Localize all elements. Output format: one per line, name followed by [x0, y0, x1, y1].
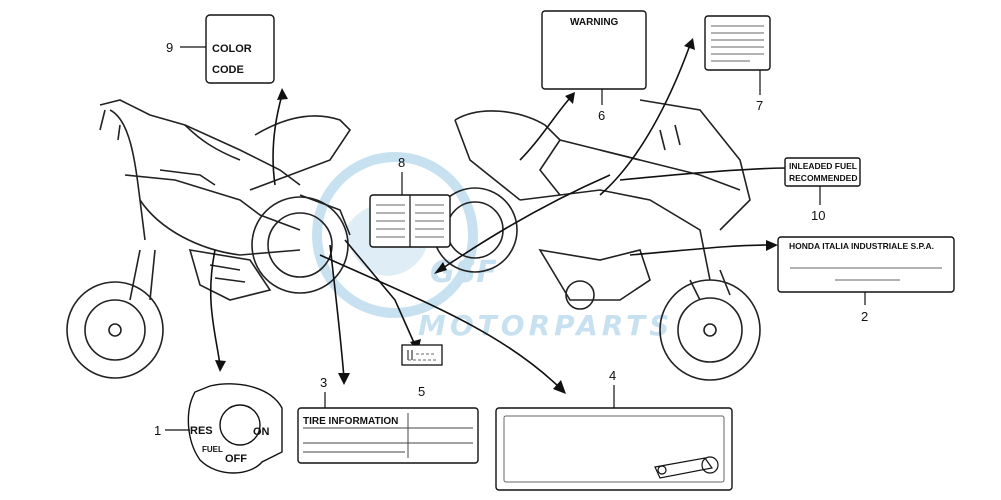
- callout-10: 10: [811, 208, 825, 223]
- left-motorcycle: [66, 99, 352, 379]
- callout-6: 6: [598, 108, 605, 123]
- blank-plate-label-4: [495, 407, 733, 491]
- leader-lines: [209, 44, 791, 389]
- lined-label-7: [704, 15, 771, 71]
- fuel-valve-label: RES ON FUEL OFF: [187, 383, 283, 474]
- callout-3: 3: [320, 375, 327, 390]
- warning-text: WARNING: [570, 17, 619, 28]
- book-label-8: [369, 194, 451, 248]
- color-code-label: COLOR CODE: [205, 14, 275, 84]
- callout-9: 9: [166, 40, 173, 55]
- callout-1: 1: [154, 423, 161, 438]
- unleaded-text-1: INLEADED FUEL: [789, 161, 857, 171]
- color-code-text-1: COLOR: [212, 43, 252, 55]
- callout-5: 5: [418, 384, 425, 399]
- chain-adjuster-icon: [654, 456, 719, 479]
- unleaded-fuel-label: INLEADED FUEL RECOMMENDED: [784, 157, 861, 187]
- callout-8: 8: [398, 155, 405, 170]
- callout-7: 7: [756, 98, 763, 113]
- honda-italia-label: HONDA ITALIA INDUSTRIALE S.P.A.: [777, 236, 955, 293]
- honda-italia-text: HONDA ITALIA INDUSTRIALE S.P.A.: [789, 241, 934, 251]
- tire-info-text: TIRE INFORMATION: [303, 416, 398, 427]
- unleaded-text-2: RECOMMENDED: [789, 173, 857, 183]
- fuel-res-text: RES: [190, 425, 213, 437]
- small-label-5: [401, 344, 443, 366]
- color-code-text-2: CODE: [212, 64, 244, 76]
- callout-2: 2: [861, 309, 868, 324]
- watermark-text: MOTORPARTS: [418, 309, 673, 342]
- fuel-on-text: ON: [253, 426, 270, 438]
- callout-4: 4: [609, 368, 616, 383]
- fuel-word-text: FUEL: [202, 445, 223, 454]
- svg-text:GSF: GSF: [430, 255, 497, 290]
- tire-information-label: TIRE INFORMATION: [297, 407, 479, 464]
- fuel-off-text: OFF: [225, 453, 247, 465]
- warning-label: WARNING: [541, 10, 647, 90]
